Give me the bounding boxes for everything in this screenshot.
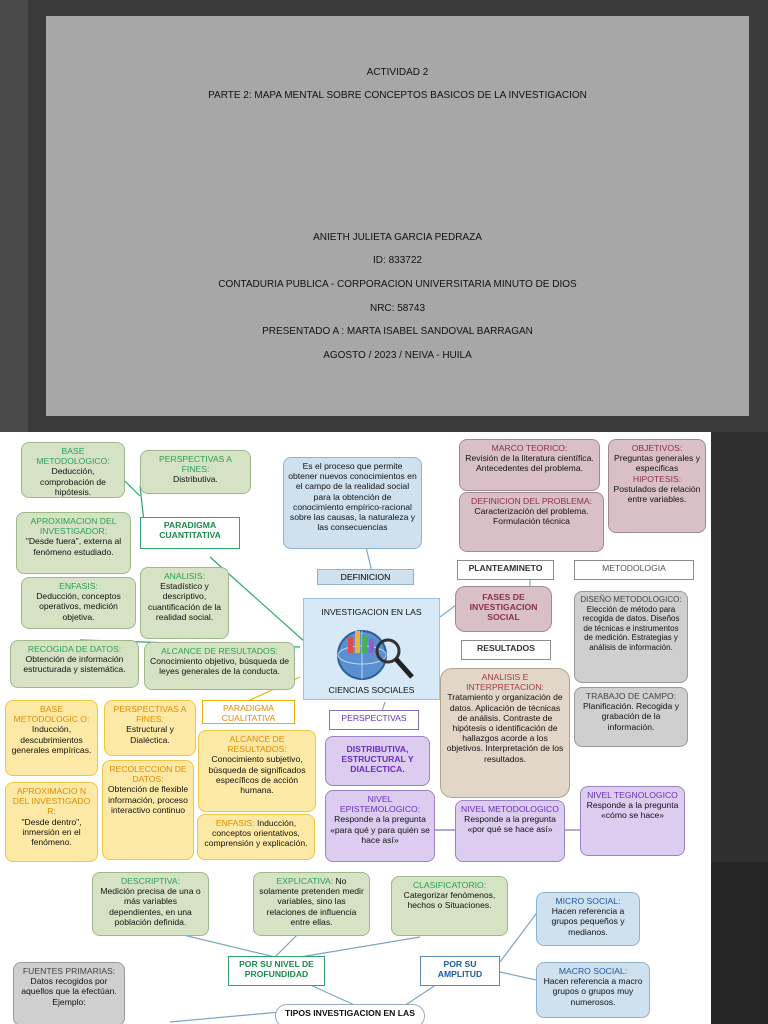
presented-to: PRESENTADO A : MARTA ISABEL SANDOVAL BAR… <box>262 326 533 337</box>
qual-alcance: ALCANCE DE RESULTADOS:Conocimiento subje… <box>198 730 316 812</box>
resultados-label: RESULTADOS <box>461 640 551 660</box>
globe-magnifier-icon <box>337 630 414 680</box>
fases-investigacion: FASES DE INVESTIGACION SOCIAL <box>455 586 552 632</box>
qual-recoleccion: RECOLECCION DE DATOS:Obtención de flexib… <box>102 760 194 860</box>
activity-title: ACTIVIDAD 2 <box>366 67 429 78</box>
student-id: ID: 833722 <box>373 255 422 266</box>
cover-page: ACTIVIDAD 2 PARTE 2: MAPA MENTAL SOBRE C… <box>46 16 749 416</box>
por-amplitud: POR SU AMPLITUD <box>420 956 500 986</box>
fuentes-primarias: FUENTES PRIMARIAS:Datos recogidos por aq… <box>13 962 125 1024</box>
qual-perspectivas: PERSPECTIVAS A FINES:Estructural y Dialé… <box>104 700 196 756</box>
tipos-investigacion-root: TIPOS INVESTIGACION EN LAS <box>275 1004 425 1024</box>
author-name: ANIETH JULIETA GARCIA PEDRAZA <box>313 232 482 243</box>
micro-social: MICRO SOCIAL:Hacen referencia a grupos p… <box>536 892 640 946</box>
quant-recogida-datos: RECOGIDA DE DATOS:Obtención de informaci… <box>10 640 139 688</box>
quant-aproximacion: APROXIMACION DEL INVESTIGADOR:"Desde fue… <box>16 512 131 574</box>
quant-alcance: ALCANCE DE RESULTADOS:Conocimiento objet… <box>144 642 295 690</box>
objetivos-hipotesis: OBJETIVOS:Preguntas generales y especifi… <box>608 439 706 533</box>
trabajo-campo: TRABAJO DE CAMPO:Planificación. Recogida… <box>574 687 688 747</box>
macro-social: MACRO SOCIAL:Hacen referencia a macro gr… <box>536 962 650 1018</box>
center-title-top: INVESTIGACION EN LAS <box>321 607 422 617</box>
qual-enfasis: ENFASIS: Inducción, conceptos orientativ… <box>197 814 315 860</box>
tipo-clasificatorio: CLASIFICATORIO:Categorizar fenómenos, he… <box>391 876 508 936</box>
nivel-epistemologico: NIVEL EPISTEMOLOGICO:Responde a la pregu… <box>325 790 435 862</box>
quant-enfasis: ENFASIS:Deducción, conceptos operativos,… <box>21 577 136 629</box>
part-title: PARTE 2: MAPA MENTAL SOBRE CONCEPTOS BAS… <box>208 90 587 101</box>
mind-map: INVESTIGACION EN LAS CIENCIAS SOCIALES E… <box>0 432 711 1024</box>
definition-box: Es el proceso que permite obtener nuevos… <box>283 457 422 549</box>
right-dark-strip <box>711 432 768 1024</box>
program-name: CONTADURIA PUBLICA - CORPORACION UNIVERS… <box>218 279 577 290</box>
left-sidebar-strip <box>0 0 28 432</box>
tipo-descriptiva: DESCRIPTIVA:Medición precisa de una o má… <box>92 872 209 936</box>
por-nivel-profundidad: POR SU NIVEL DE PROFUNDIDAD <box>228 956 325 986</box>
center-node: INVESTIGACION EN LAS CIENCIAS SOCIALES <box>303 598 440 700</box>
paradigma-cuantitativa: PARADIGMA CUANTITATIVA <box>140 517 240 549</box>
definicion-problema: DEFINICION DEL PROBLEMA:Caracterización … <box>459 492 604 552</box>
metodologia-label: METODOLOGIA <box>574 560 694 580</box>
quant-perspectivas: PERSPECTIVAS A FINES:Distributiva. <box>140 450 251 494</box>
perspectivas-label: PERSPECTIVAS <box>329 710 419 730</box>
quant-analisis: ANALISIS:Estadístico y descriptivo, cuan… <box>140 567 229 639</box>
date-place: AGOSTO / 2023 / NEIVA - HUILA <box>323 350 472 361</box>
planteamiento-label: PLANTEAMINETO <box>457 560 554 580</box>
perspectivas-tipos: DISTRIBUTIVA, ESTRUCTURAL Y DIALECTICA. <box>325 736 430 786</box>
nrc-code: NRC: 58743 <box>369 303 426 314</box>
quant-base-metodologico: BASE METODOLOGICO:Deducción, comprobació… <box>21 442 125 498</box>
diseno-metodologico: DISEÑO METODOLOGICO:Elección de método p… <box>574 591 688 683</box>
center-title-bottom: CIENCIAS SOCIALES <box>328 685 415 695</box>
marco-teorico: MARCO TEORICO:Revisión de la literatura … <box>459 439 600 491</box>
tipo-explicativa: EXPLICATIVA: No solamente pretenden medi… <box>253 872 370 936</box>
paradigma-cualitativa: PARADIGMA CUALITATIVA <box>202 700 295 724</box>
qual-base-metodologico: BASE METODOLOGIC O:Inducción, descubrimi… <box>5 700 98 776</box>
qual-aproximacion: APROXIMACIO N DEL INVESTIGADO R:"Desde d… <box>5 782 98 862</box>
analisis-interpretacion: ANALISIS E INTERPRETACION:Tratamiento y … <box>440 668 570 798</box>
definition-label: DEFINICION <box>317 569 414 585</box>
